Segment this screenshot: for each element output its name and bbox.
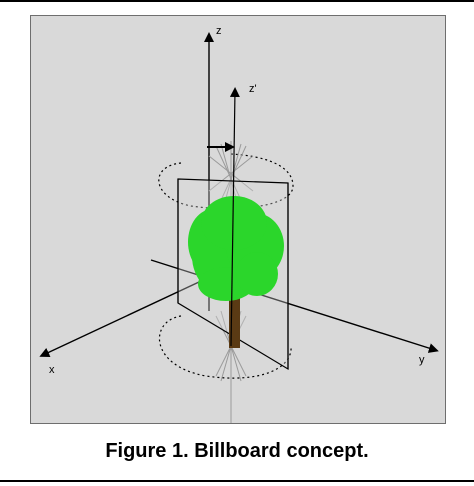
y-axis-label: y xyxy=(419,354,425,366)
figure-panel: z z' x y xyxy=(30,15,446,424)
z-prime-axis xyxy=(229,87,240,347)
z-axis-label: z xyxy=(216,25,222,37)
bottom-rule xyxy=(0,480,474,482)
x-axis-label: x xyxy=(49,364,55,376)
billboard-diagram: z z' x y xyxy=(39,25,439,423)
top-rule xyxy=(0,0,474,2)
figure-caption: Figure 1. Billboard concept. xyxy=(105,440,369,462)
z-prime-axis-label: z' xyxy=(249,83,257,95)
billboard-edges xyxy=(177,179,289,369)
